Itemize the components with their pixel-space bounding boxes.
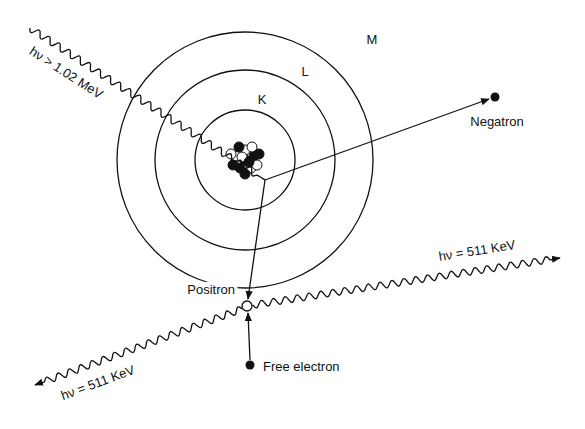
k-shell (195, 110, 295, 210)
nucleon (244, 157, 254, 167)
photon-energy-label: hν = 511 KeV (436, 237, 519, 266)
particle-label: Positron (185, 282, 237, 298)
electron-track (248, 313, 250, 360)
electron-dot (246, 361, 255, 370)
nucleon (254, 149, 264, 159)
m-shell (117, 32, 373, 288)
shell-label: K (256, 92, 269, 108)
photon-energy-label: hν = 511 KeV (57, 361, 139, 404)
particle-label: Negatron (468, 114, 525, 130)
particle-label: Free electron (261, 359, 342, 375)
negatron-dot (491, 93, 500, 102)
shell-label: M (365, 32, 380, 48)
negatron-track (265, 99, 489, 180)
nucleon (240, 169, 250, 179)
l-shell (155, 70, 335, 250)
positron-circle (242, 301, 252, 311)
photon-wave (35, 307, 242, 385)
positron-track (248, 180, 265, 299)
photon-wave (253, 257, 560, 308)
photon-wave (30, 28, 265, 180)
photon-energy-label: hν > 1.02 MeV (25, 42, 108, 103)
shell-label: L (299, 64, 310, 80)
photon-waves (30, 28, 560, 385)
nucleon (234, 142, 244, 152)
